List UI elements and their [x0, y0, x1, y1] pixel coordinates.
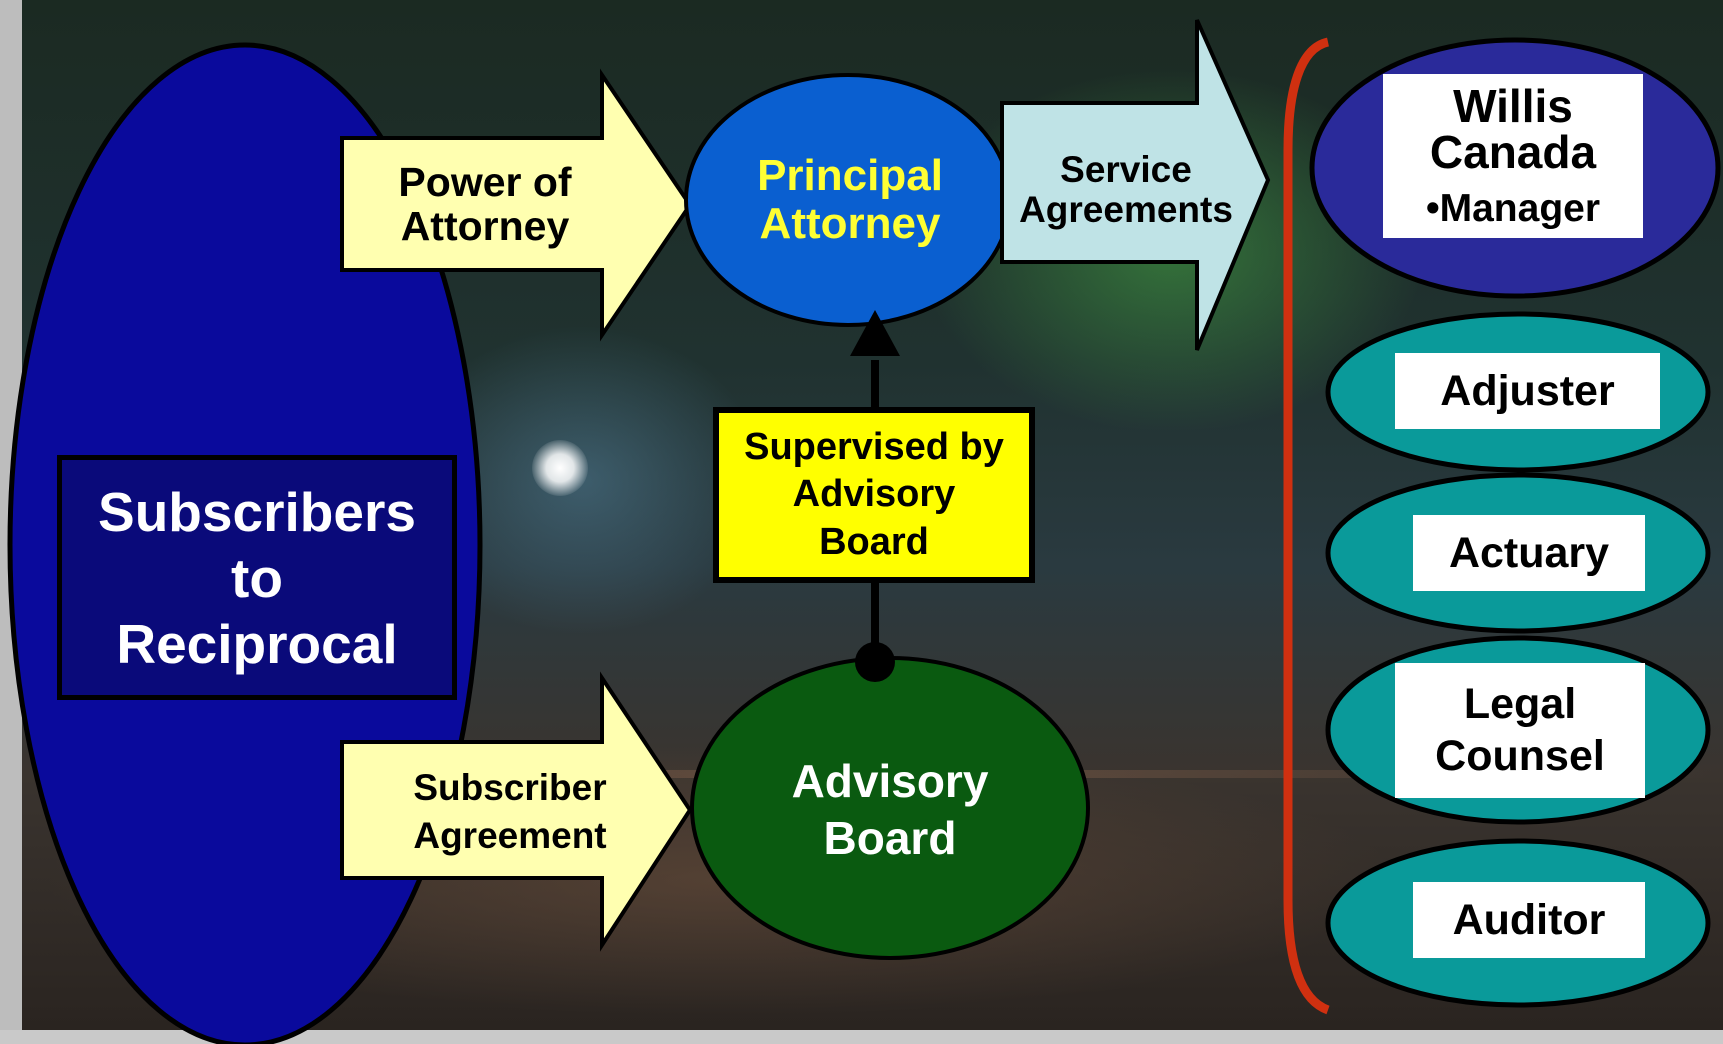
- supervision-arrowhead: [850, 310, 900, 356]
- power-of-attorney-label: Power of Attorney: [398, 158, 572, 249]
- service-agreements-label: Service Agreements: [1019, 149, 1233, 230]
- power-of-attorney-label-wrap: Power of Attorney: [360, 140, 610, 268]
- subscriber-agreement-label-wrap: Subscriber Agreement: [380, 752, 640, 872]
- actuary-box: Actuary: [1413, 515, 1645, 591]
- advisory-board-label-wrap: Advisory Board: [760, 745, 1020, 875]
- power-of-attorney-arrow: [340, 68, 693, 342]
- supervised-by-box: [713, 407, 1035, 583]
- service-agreements-arrow: [1000, 19, 1271, 351]
- auditor-box: Auditor: [1413, 882, 1645, 958]
- legal-counsel-label: Legal Counsel: [1435, 679, 1605, 780]
- providers-bracket: [1283, 37, 1330, 1015]
- willis-canada-role: •Manager: [1425, 186, 1601, 230]
- supervised-by-label: Supervised by Advisory Board: [744, 425, 1004, 563]
- subscriber-agreement-label: Subscriber Agreement: [413, 766, 607, 856]
- subscriber-agreement-arrow: [340, 671, 693, 952]
- principal-attorney-label: Principal Attorney: [757, 151, 943, 248]
- auditor-label: Auditor: [1452, 895, 1606, 944]
- adjuster-box: Adjuster: [1395, 353, 1660, 429]
- service-agreements-label-wrap: Service Agreements: [1006, 140, 1246, 240]
- adjuster-label: Adjuster: [1440, 366, 1615, 415]
- supervision-connector-dot: [855, 642, 895, 682]
- principal-attorney-label-wrap: Principal Attorney: [720, 140, 980, 260]
- supervised-by-label-wrap: Supervised by Advisory Board: [722, 416, 1026, 574]
- willis-canada-box: Willis Canada •Manager: [1383, 74, 1643, 238]
- subscribers-label-box: Subscribers to Reciprocal: [57, 455, 457, 700]
- subscribers-label: Subscribers to Reciprocal: [98, 480, 416, 675]
- legal-counsel-box: Legal Counsel: [1395, 663, 1645, 798]
- frame-bottom-edge: [0, 1030, 1723, 1044]
- advisory-board-label: Advisory Board: [791, 754, 989, 865]
- willis-canada-title: Willis Canada: [1429, 80, 1597, 178]
- background-light: [532, 440, 588, 496]
- actuary-label: Actuary: [1448, 528, 1610, 577]
